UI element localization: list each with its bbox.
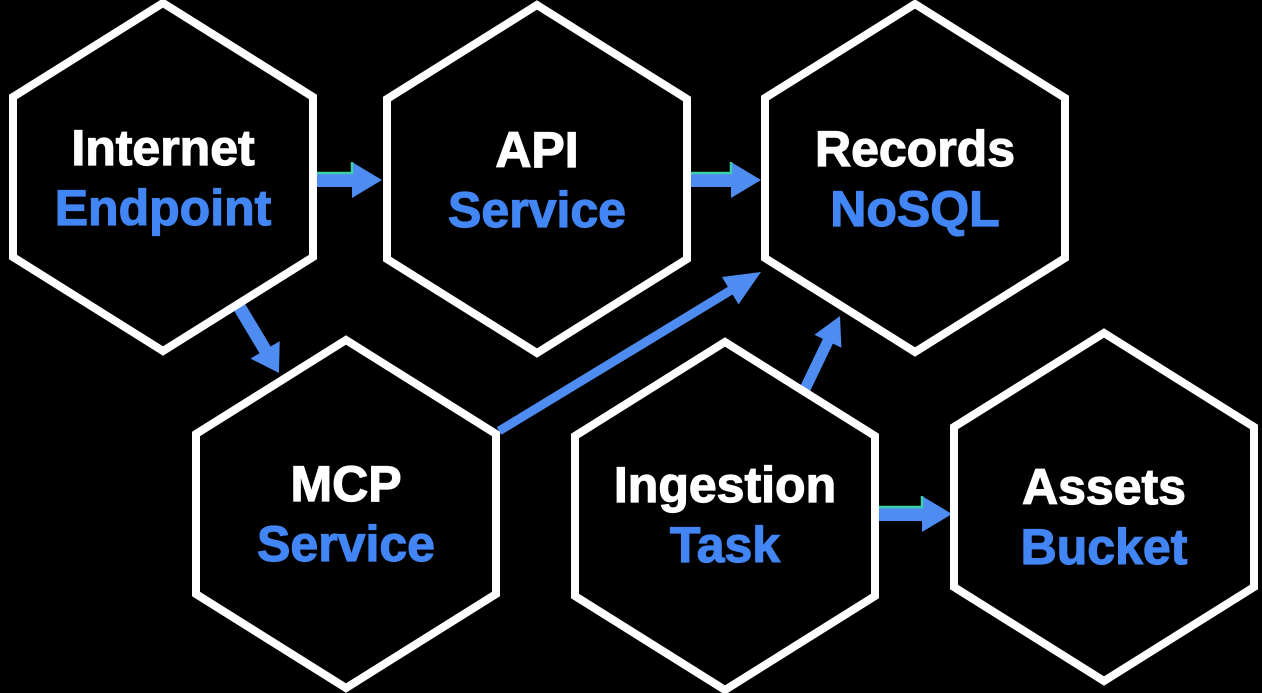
api-to-records-arrow-highlight [691, 162, 733, 175]
records-nosql-hexagon [761, 0, 1069, 357]
internet-to-api-arrow-highlight [314, 162, 354, 175]
internet-endpoint-hexagon [9, 0, 317, 356]
internet-to-mcp-arrow [231, 299, 280, 373]
ingestion-to-records-arrow [800, 316, 842, 392]
mcp-service-hexagon [192, 335, 500, 693]
api-to-records-arrow [691, 162, 761, 198]
assets-bucket-hexagon [950, 328, 1258, 686]
ingestion-task-hexagon [571, 337, 879, 693]
internet-to-api-arrow [314, 162, 382, 198]
ingestion-to-assets-arrow-highlight [878, 496, 924, 509]
ingestion-to-assets-arrow [878, 496, 952, 532]
mcp-to-records-arrow [496, 272, 761, 435]
api-service-hexagon [383, 0, 691, 358]
